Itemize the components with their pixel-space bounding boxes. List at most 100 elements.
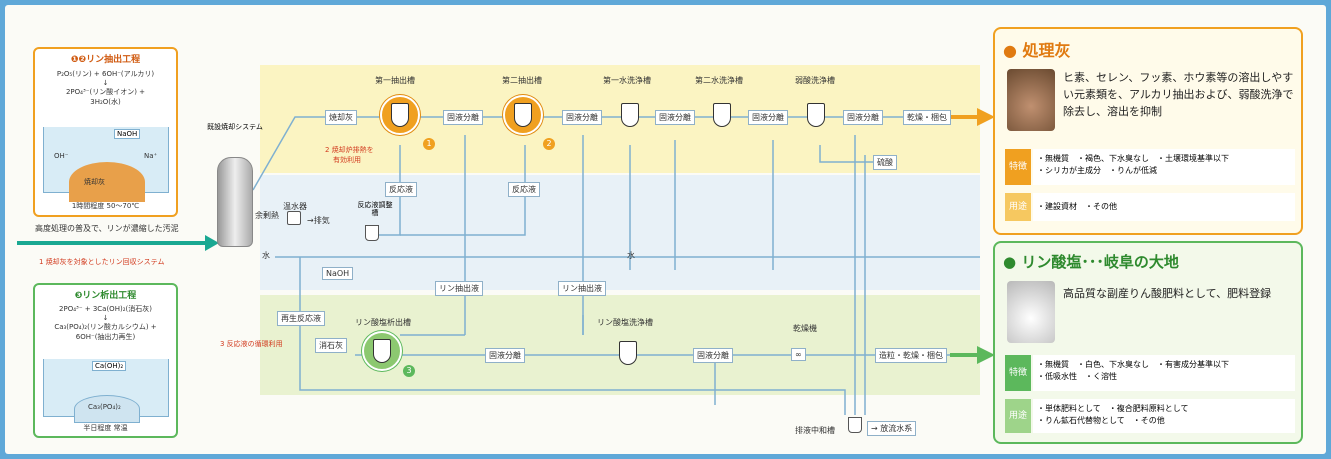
- lime-chip: 消石灰: [315, 338, 347, 353]
- ash-mound: [69, 162, 145, 202]
- ash-label: 焼却灰: [84, 178, 105, 186]
- heat-note-2: 有効利用: [333, 156, 361, 164]
- precip-tank-label: リン酸塩析出槽: [355, 318, 411, 327]
- extraction-time: 1時間程度 50～70℃: [71, 202, 140, 210]
- precipitation-process-title: ❸リン析出工程: [74, 291, 137, 301]
- down-arrow: ↓: [102, 79, 109, 87]
- heater-label: 温水器: [283, 202, 307, 211]
- p-use-1: ・単体肥料として ・複合肥料原料として: [1037, 404, 1189, 413]
- dryer-label: 乾燥機: [793, 324, 817, 333]
- tank2-vessel: [514, 103, 532, 127]
- panel-p-desc: 高品質な副産りん酸肥料として、肥料登録: [1063, 287, 1272, 300]
- sep4-chip: 固液分離: [748, 110, 788, 125]
- ash-use-1: ・建設資材 ・その他: [1037, 202, 1117, 211]
- panel-p-title: ● リン酸塩･･･岐阜の大地: [1003, 253, 1179, 271]
- precip-eq2: Ca₃(PO₄)₂(リン酸カルシウム) +: [54, 323, 157, 331]
- tank2-label: 第二抽出槽: [502, 76, 542, 85]
- precip-time: 半日程度 常温: [83, 424, 128, 432]
- final-chip: 造粒・乾燥・梱包: [875, 348, 947, 363]
- extraction-eq3: 3H₂O(水): [90, 98, 121, 106]
- ion-na: Na⁺: [144, 152, 158, 160]
- ash-feat-box: ・無機質 ・褐色、下水臭なし ・土壌環境基準以下 ・シリカが主成分 ・りんが低減: [1033, 149, 1295, 185]
- mid-band: [260, 175, 980, 290]
- dryer-icon: ∞: [791, 348, 806, 361]
- panel-ash-title: ● 処理灰: [1003, 41, 1071, 60]
- extract2-chip: リン抽出液: [558, 281, 606, 296]
- ash-chip: 焼却灰: [325, 110, 357, 125]
- precipitation-process-box: ❸リン析出工程 2PO₄³⁻ + 3Ca(OH)₂(消石灰) ↓ Ca₃(PO₄…: [33, 283, 178, 438]
- phosphate-photo: [1007, 281, 1055, 343]
- panel-ash-desc: ヒ素、セレン、フッ素、ホウ素等の溶出しやすい元素類を、アルカリ抽出および、弱酸洗…: [1063, 71, 1294, 119]
- tank4-vessel: [713, 103, 731, 127]
- precip-mound: [74, 395, 140, 423]
- tank4-label: 第二水洗浄槽: [695, 76, 743, 85]
- water-label: 水: [262, 251, 270, 260]
- discharge-chip: → 放流水系: [867, 421, 917, 436]
- neutral-tank-icon: [848, 417, 862, 433]
- caoh-chip: Ca(OH)₂: [92, 361, 127, 371]
- sludge-text: 高度処理の普及で、リンが濃縮した汚泥: [35, 224, 179, 233]
- sep2-chip: 固液分離: [562, 110, 602, 125]
- panel-p-title-text: リン酸塩･･･岐阜の大地: [1021, 253, 1179, 271]
- ash-use-box: ・建設資材 ・その他: [1033, 193, 1295, 221]
- tank5-vessel: [807, 103, 825, 127]
- precip-tank-vessel: [373, 339, 391, 363]
- heater-icon: [287, 211, 301, 225]
- steam-label: →排気: [307, 216, 330, 225]
- adjust-tank-icon: [365, 225, 379, 241]
- num3-badge: 3: [403, 365, 415, 377]
- adjust-tank-label: 反応液調整槽: [357, 201, 393, 217]
- tank3-vessel: [621, 103, 639, 127]
- extract1-chip: リン抽出液: [435, 281, 483, 296]
- extraction-eq1: P₂O₅(リン) + 6OH⁻(アルカリ): [56, 70, 155, 78]
- incinerator-label: 既設焼却システム: [207, 123, 263, 131]
- regen-chip: 再生反応液: [277, 311, 325, 326]
- dry-chip: 乾燥・梱包: [903, 110, 951, 125]
- extraction-eq2: 2PO₄³⁻(リン酸イオン) +: [65, 88, 146, 96]
- num1-badge: 1: [423, 138, 435, 150]
- bottom-sep2-chip: 固液分離: [693, 348, 733, 363]
- ion-oh: OH⁻: [54, 152, 69, 160]
- extraction-beaker: 焼却灰 NaOH Na⁺ OH⁻: [43, 127, 169, 202]
- ash-photo: [1007, 69, 1055, 131]
- precip-eq1: 2PO₄³⁻ + 3Ca(OH)₂(消石灰): [59, 305, 152, 313]
- sep3-chip: 固液分離: [655, 110, 695, 125]
- ash-feat-tag: 特徴: [1005, 149, 1031, 185]
- p-feat-box: ・無機質 ・白色、下水臭なし ・有害成分基準以下 ・低吸水性 ・く溶性: [1033, 355, 1295, 391]
- surplus-heat-label: 余剰熱: [255, 211, 279, 220]
- naoh-box: NaOH: [322, 267, 354, 280]
- p-use-2: ・りん鉱石代替物として ・その他: [1037, 415, 1165, 425]
- reuse-note: 3 反応液の循環利用: [220, 340, 283, 348]
- bottom-sep1-chip: 固液分離: [485, 348, 525, 363]
- system-note: 1 焼却灰を対象としたリン回収システム: [39, 258, 165, 266]
- sep5-chip: 固液分離: [843, 110, 883, 125]
- p-use-tag: 用途: [1005, 399, 1031, 433]
- p-feat-tag: 特徴: [1005, 355, 1031, 391]
- ash-use-tag: 用途: [1005, 193, 1031, 221]
- ash-feat-1: ・無機質 ・褐色、下水臭なし ・土壌環境基準以下: [1037, 154, 1229, 163]
- product-label: Ca₃(PO₄)₂: [88, 403, 121, 411]
- wash-tank-vessel: [619, 341, 637, 365]
- extraction-process-title: ❶❷リン抽出工程: [70, 55, 141, 65]
- precip-eq3: 6OH⁻(抽出力再生): [75, 333, 136, 341]
- num2-badge: 2: [543, 138, 555, 150]
- panel-ash-title-text: 処理灰: [1022, 41, 1071, 60]
- p-use-box: ・単体肥料として ・複合肥料原料として ・りん鉱石代替物として ・その他: [1033, 399, 1295, 433]
- down-arrow: ↓: [102, 314, 109, 322]
- tank1-label: 第一抽出槽: [375, 76, 415, 85]
- sulfuric-chip: 硫酸: [873, 155, 897, 170]
- incinerator-icon: [217, 157, 253, 247]
- water-label-2: 水: [627, 251, 635, 260]
- diagram-frame: ❶❷リン抽出工程 P₂O₅(リン) + 6OH⁻(アルカリ) ↓ 2PO₄³⁻(…: [5, 5, 1326, 454]
- heat-note-1: 2 焼却炉排熱を: [325, 146, 374, 154]
- extraction-process-box: ❶❷リン抽出工程 P₂O₅(リン) + 6OH⁻(アルカリ) ↓ 2PO₄³⁻(…: [33, 47, 178, 217]
- naoh-chip: NaOH: [114, 129, 141, 139]
- tank3-label: 第一水洗浄槽: [603, 76, 651, 85]
- p-feat-1: ・無機質 ・白色、下水臭なし ・有害成分基準以下: [1037, 360, 1229, 369]
- react1-chip: 反応液: [385, 182, 417, 197]
- react2-chip: 反応液: [508, 182, 540, 197]
- tank5-label: 弱酸洗浄槽: [795, 76, 835, 85]
- sep1-chip: 固液分離: [443, 110, 483, 125]
- neutral-label: 排液中和槽: [795, 426, 835, 435]
- p-feat-2: ・低吸水性 ・く溶性: [1037, 371, 1117, 381]
